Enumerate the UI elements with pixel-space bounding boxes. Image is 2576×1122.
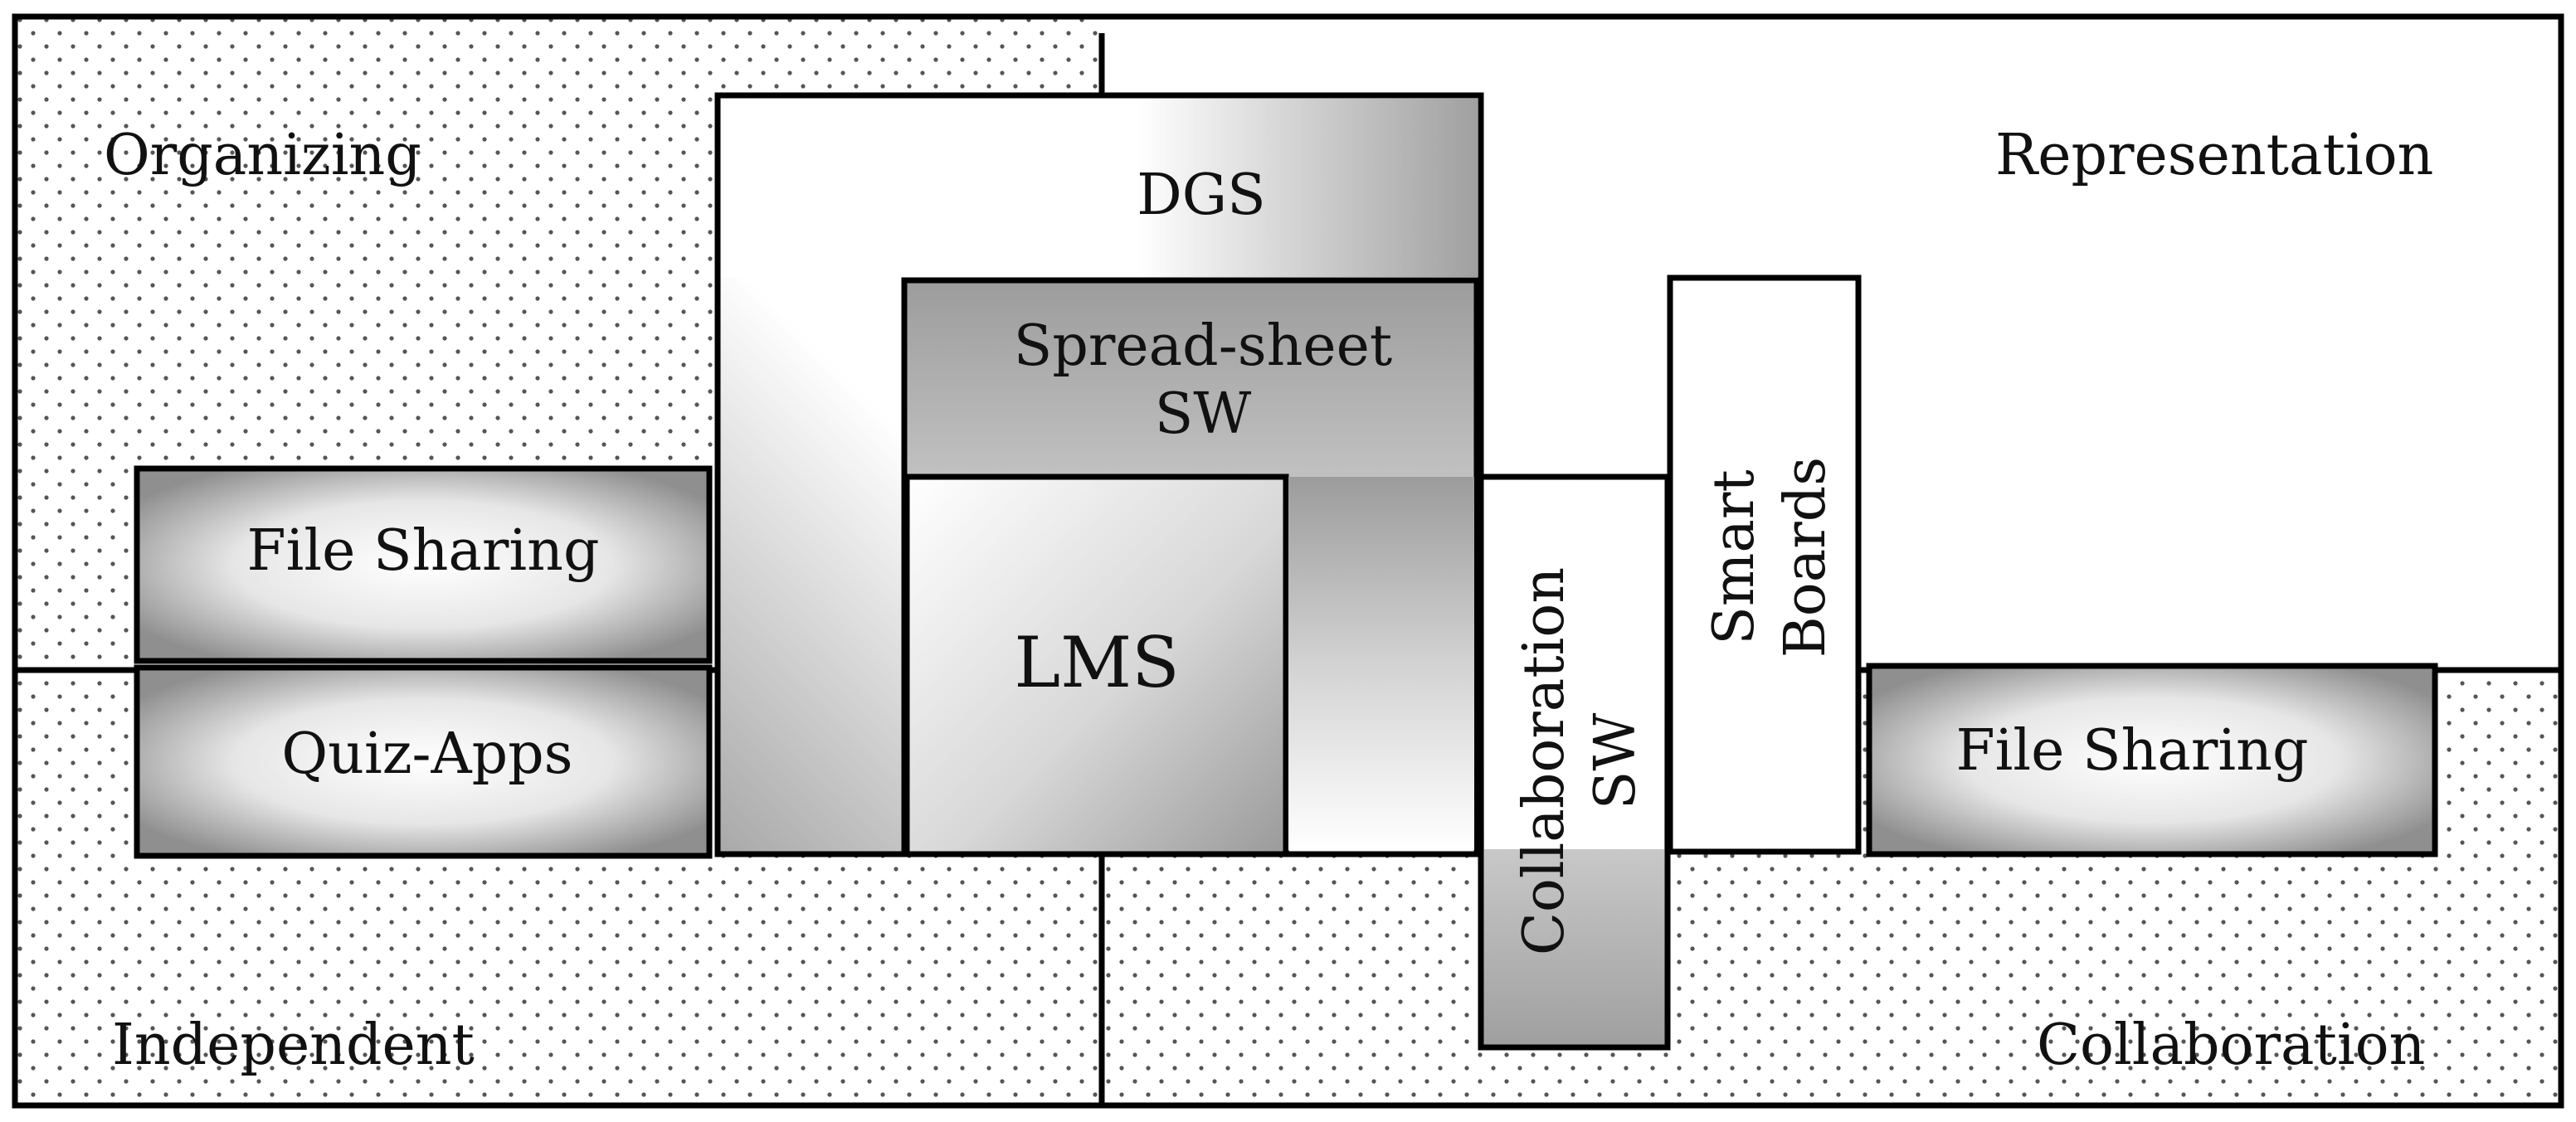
label-collaboration-line1: Collaboration xyxy=(1512,567,1577,955)
label-organizing: Organizing xyxy=(104,123,421,188)
label-smart-line2: Boards xyxy=(1773,457,1838,658)
label-collaboration: Collaboration xyxy=(2037,1013,2425,1078)
label-file-sharing-left: File Sharing xyxy=(246,518,599,584)
label-collaboration-line2: SW xyxy=(1583,713,1648,810)
label-lms: LMS xyxy=(1014,622,1179,703)
collaboration-sw-top xyxy=(1484,480,1664,849)
smart-boards-box xyxy=(1667,274,1862,855)
label-representation: Representation xyxy=(1995,123,2433,188)
outer-frame xyxy=(12,13,2564,1109)
dgs-header-shade xyxy=(721,99,1478,277)
label-dgs: DGS xyxy=(1137,163,1265,228)
label-independent: Independent xyxy=(112,1013,475,1078)
spreadsheet-notch xyxy=(1288,477,1474,850)
file-sharing-right-box xyxy=(1866,663,2438,857)
lms-box xyxy=(903,474,1289,857)
label-spreadsheet-line1: Spread-sheet xyxy=(1014,313,1392,379)
tool-boxes xyxy=(134,92,2438,1051)
label-smart-line1: Smart xyxy=(1702,469,1767,644)
label-quiz-apps: Quiz-Apps xyxy=(281,721,572,787)
label-spreadsheet-line2: SW xyxy=(1155,381,1252,447)
quiz-apps-box xyxy=(134,664,713,859)
label-file-sharing-right: File Sharing xyxy=(1955,718,2308,784)
file-sharing-left-box xyxy=(134,465,713,664)
